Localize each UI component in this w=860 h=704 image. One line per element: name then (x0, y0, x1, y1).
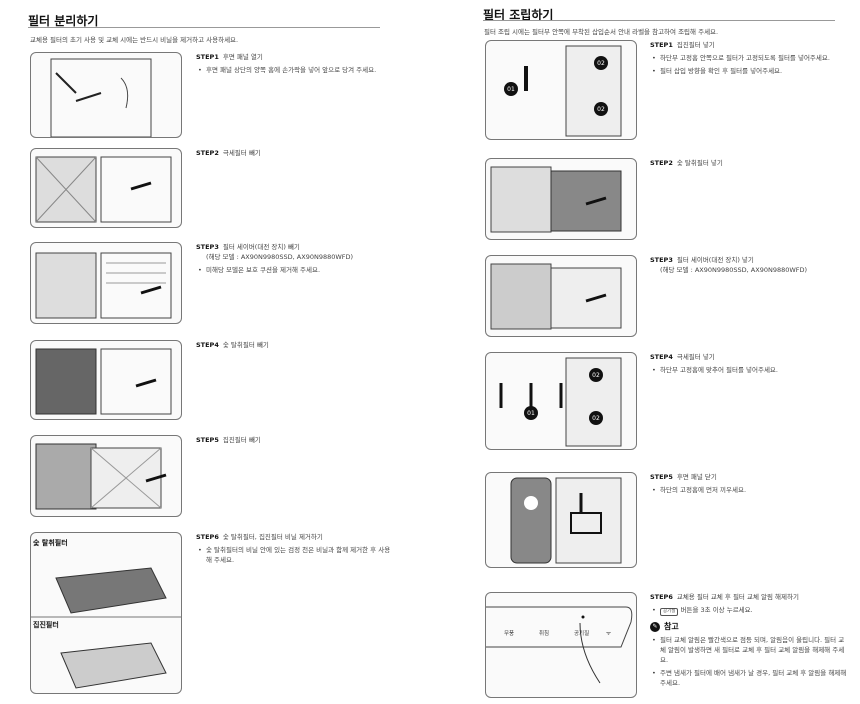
mode-button-windfree[interactable]: 무풍 (504, 631, 515, 637)
air-quality-button[interactable]: 공기질 (574, 631, 590, 637)
note-bullet: 필터 교체 알림은 빨간색으로 점등 되며, 알림음이 울립니다. 필터 교체 … (650, 635, 850, 665)
step6-illustration (30, 532, 182, 694)
svg-text:02: 02 (592, 415, 600, 422)
step1-illustration: 01 02 02 (485, 40, 637, 140)
intro-text: 필터 조립 시에는 필터부 안쪽에 부착된 삽입순서 안내 라벨을 참고하여 조… (484, 28, 719, 36)
control-panel-illustration: 무풍 취침 공기질 ᯤ (485, 592, 637, 698)
mode-button-sleep[interactable]: 취침 (539, 631, 550, 637)
step5-illustration (30, 435, 182, 517)
svg-text:01: 01 (507, 86, 515, 93)
section-title-remove: 필터 분리하기 (28, 14, 99, 28)
step2-illustration (485, 158, 637, 240)
wifi-icon: ᯤ (606, 631, 612, 637)
step2-illustration (30, 148, 182, 228)
step5-illustration (485, 472, 637, 568)
note-bullet: 주변 냄새가 필터에 배어 냄새가 날 경우, 필터 교체 후 알림을 해제해 … (650, 668, 850, 688)
svg-text:02: 02 (597, 106, 605, 113)
intro-text: 교체용 필터의 초기 사용 및 교체 시에는 반드시 비닐을 제거하고 사용하세… (30, 36, 239, 44)
step3-illustration (30, 242, 182, 324)
svg-text:02: 02 (597, 60, 605, 67)
note-icon: ✎ (650, 622, 660, 632)
label-charcoal-filter: 숯 탈취필터 (33, 539, 68, 547)
label-dust-filter: 집진필터 (33, 621, 59, 629)
step4-illustration: 01 02 02 (485, 352, 637, 450)
step1-illustration (30, 52, 182, 138)
svg-text:02: 02 (592, 372, 600, 379)
step3-illustration (485, 255, 637, 337)
air-quality-button-chip: 공기질 (660, 608, 679, 616)
section-title-assemble: 필터 조립하기 (483, 8, 554, 22)
divider (28, 27, 380, 28)
svg-text:01: 01 (527, 410, 535, 417)
divider (483, 20, 835, 21)
step4-illustration (30, 340, 182, 420)
note-heading: ✎참고 (650, 622, 850, 632)
